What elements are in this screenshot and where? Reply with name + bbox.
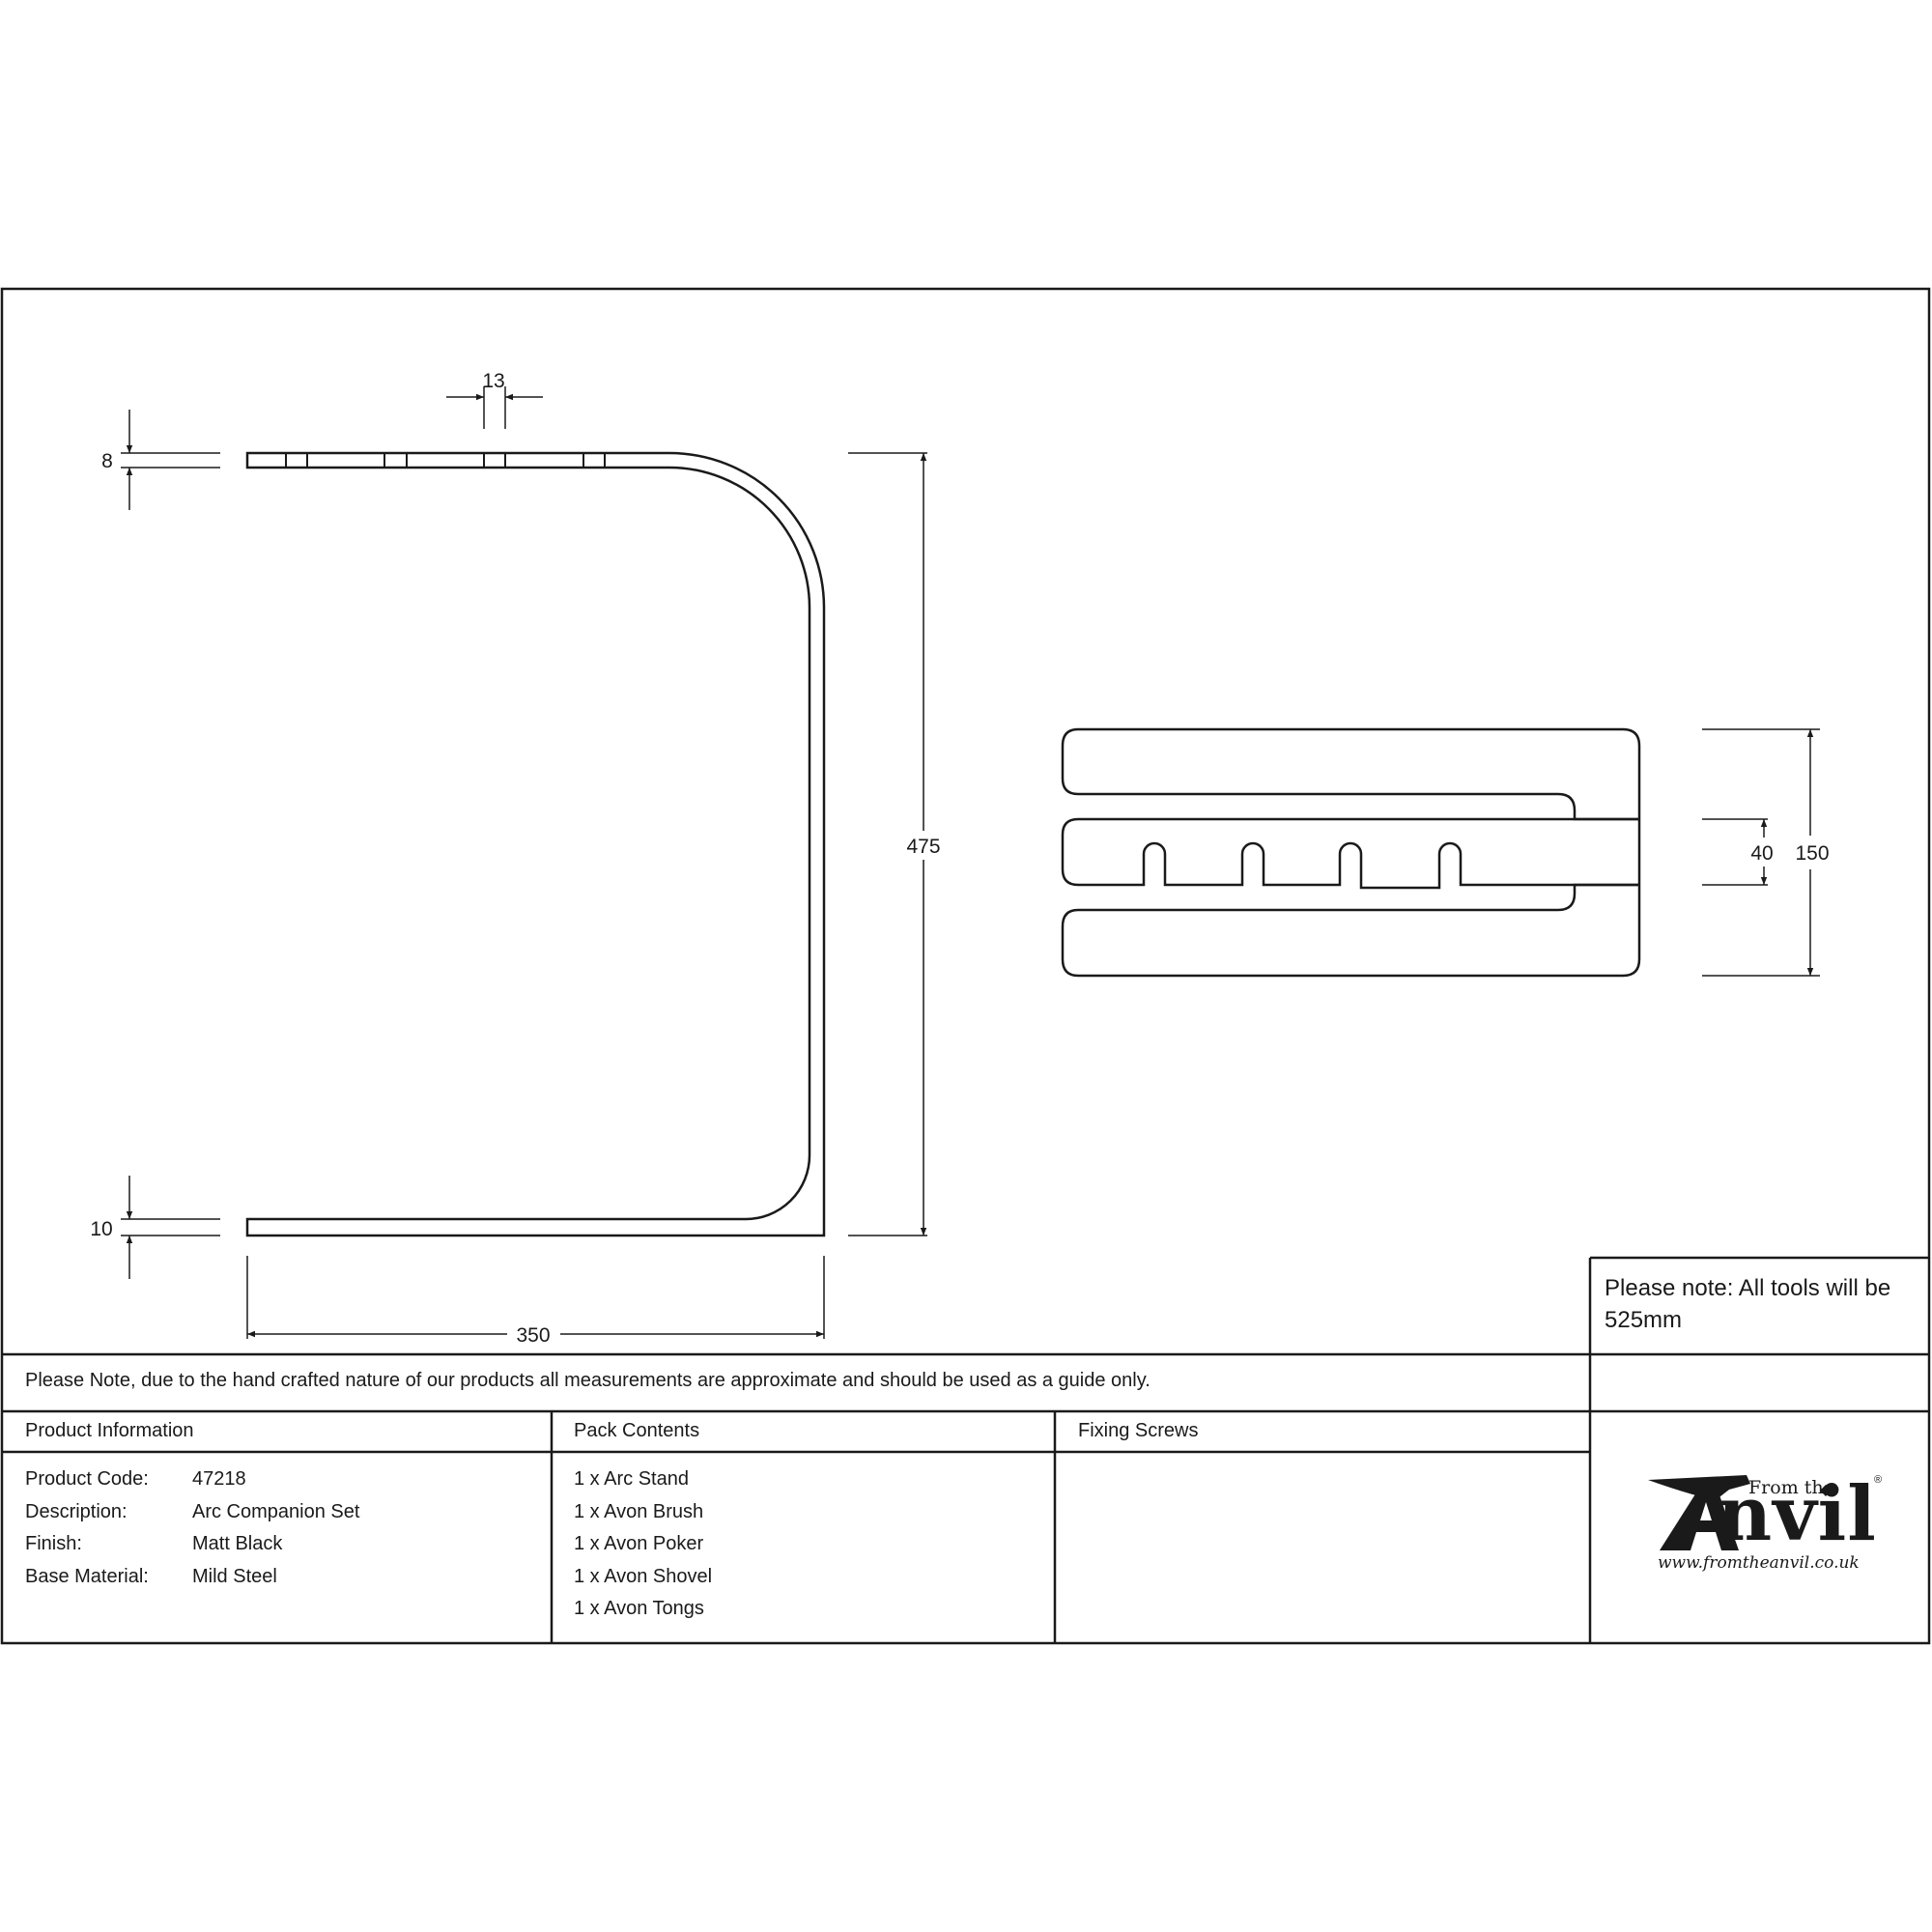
pack-contents-heading: Pack Contents — [574, 1420, 700, 1441]
list-item: 1 x Arc Stand — [574, 1468, 689, 1490]
logo-brand-initial: A — [1658, 1470, 1718, 1558]
finish-value: Matt Black — [192, 1533, 283, 1554]
description-value: Arc Companion Set — [192, 1500, 360, 1522]
dim-top-thickness-label: 8 — [101, 450, 113, 472]
logo-brand: Anvil — [1658, 1474, 1877, 1555]
list-item: 1 x Avon Brush — [574, 1500, 704, 1522]
product-info-heading: Product Information — [25, 1420, 194, 1441]
dim-slot-width — [446, 386, 543, 429]
description-label: Description: — [25, 1500, 128, 1522]
product-info-labels: Product Code: Description: Finish: Base … — [25, 1463, 149, 1593]
dim-inner-depth — [1702, 818, 1768, 886]
tool-slots — [285, 453, 606, 468]
stand-side-view — [245, 451, 826, 1237]
pack-contents-list: 1 x Arc Stand 1 x Avon Brush 1 x Avon Po… — [574, 1463, 712, 1626]
product-info-values: 47218 Arc Companion Set Matt Black Mild … — [192, 1463, 359, 1593]
dim-width-label: 350 — [516, 1324, 550, 1347]
logo-registered: ® — [1874, 1474, 1883, 1486]
disclaimer: Please Note, due to the hand crafted nat… — [25, 1370, 1151, 1391]
dim-inner-depth-label: 40 — [1750, 842, 1773, 865]
stand-plan-view — [1061, 727, 1641, 978]
base-material-value: Mild Steel — [192, 1565, 277, 1587]
logo-brand-rest: nvil — [1717, 1470, 1877, 1558]
dim-height-label: 475 — [906, 836, 940, 858]
fixing-screws-heading: Fixing Screws — [1078, 1420, 1199, 1441]
logo-url: www.fromtheanvil.co.uk — [1658, 1553, 1860, 1573]
dim-height — [848, 452, 927, 1236]
finish-label: Finish: — [25, 1533, 82, 1554]
dim-bottom-thickness — [121, 1176, 220, 1279]
logo-from-the: From the — [1748, 1477, 1834, 1498]
dim-width — [246, 1256, 825, 1339]
note-box-text: Please note: All tools will be 525mm — [1605, 1275, 1891, 1333]
base-material-label: Base Material: — [25, 1565, 149, 1587]
product-code-label: Product Code: — [25, 1468, 149, 1490]
dim-base-depth-label: 150 — [1795, 842, 1829, 865]
dim-bottom-thickness-label: 10 — [90, 1218, 112, 1240]
dim-base-depth — [1702, 728, 1820, 977]
anvil-logo-mark — [1648, 1475, 1832, 1550]
list-item: 1 x Avon Poker — [574, 1533, 704, 1554]
list-item: 1 x Avon Shovel — [574, 1565, 713, 1587]
product-code-value: 47218 — [192, 1468, 246, 1490]
drawing-frame — [0, 287, 1931, 1645]
dim-top-thickness — [121, 410, 220, 510]
list-item: 1 x Avon Tongs — [574, 1598, 704, 1619]
dim-slot-width-label: 13 — [482, 370, 504, 392]
